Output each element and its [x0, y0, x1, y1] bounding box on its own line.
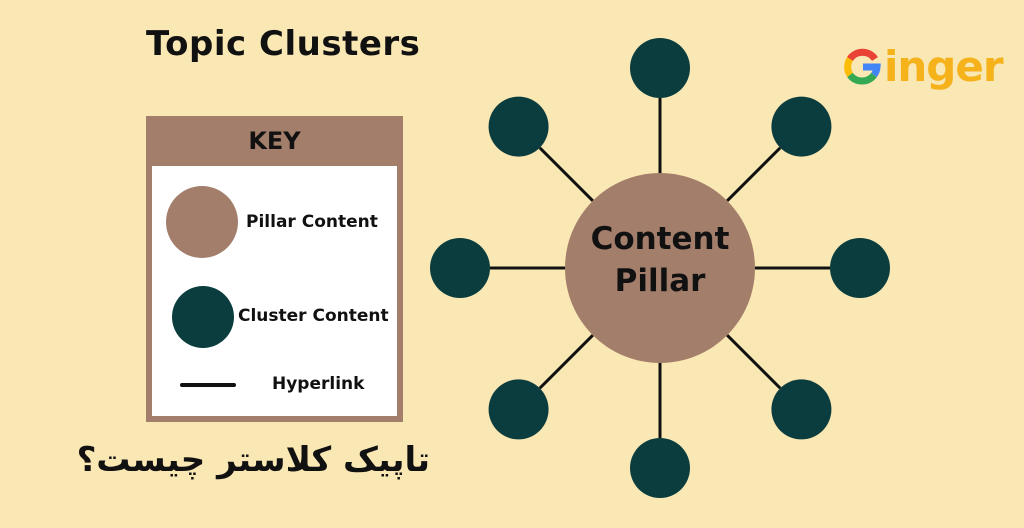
legend-label-hyperlink: Hyperlink	[272, 374, 365, 394]
logo-text: inger	[884, 42, 1004, 91]
cluster-swatch	[172, 286, 234, 348]
cluster-node	[630, 38, 690, 98]
cluster-node	[488, 96, 549, 157]
pillar-swatch	[166, 186, 238, 258]
hyperlink-swatch	[180, 383, 236, 387]
page-title: Topic Clusters	[146, 24, 421, 64]
pillar-label-line2: Pillar	[614, 263, 706, 299]
legend-label-pillar: Pillar Content	[246, 212, 378, 232]
legend-body: Pillar Content Cluster Content Hyperlink	[152, 166, 397, 416]
cluster-node	[771, 379, 832, 440]
cluster-nodes	[430, 38, 890, 498]
cluster-node	[430, 238, 490, 298]
legend-key: KEY Pillar Content Cluster Content Hyper…	[146, 116, 403, 422]
pillar-label: Content Pillar	[565, 218, 755, 302]
ginger-g-icon	[844, 48, 881, 85]
legend-header: KEY	[248, 127, 301, 155]
cluster-node	[488, 379, 549, 440]
cluster-node	[771, 96, 832, 157]
hyperlink-line	[726, 334, 782, 390]
pillar-label-line1: Content	[590, 221, 730, 257]
cluster-node	[830, 238, 890, 298]
pillar-circle	[565, 173, 755, 363]
cluster-node	[630, 438, 690, 498]
ginger-logo: inger	[842, 42, 1004, 91]
hyperlink-line	[726, 146, 782, 202]
hyperlink-line	[538, 334, 594, 390]
hyperlink-lines	[490, 98, 830, 438]
hyperlink-line	[538, 146, 594, 202]
legend-label-cluster: Cluster Content	[238, 306, 389, 326]
persian-title: تاپیک کلاستر چیست؟	[76, 440, 430, 480]
